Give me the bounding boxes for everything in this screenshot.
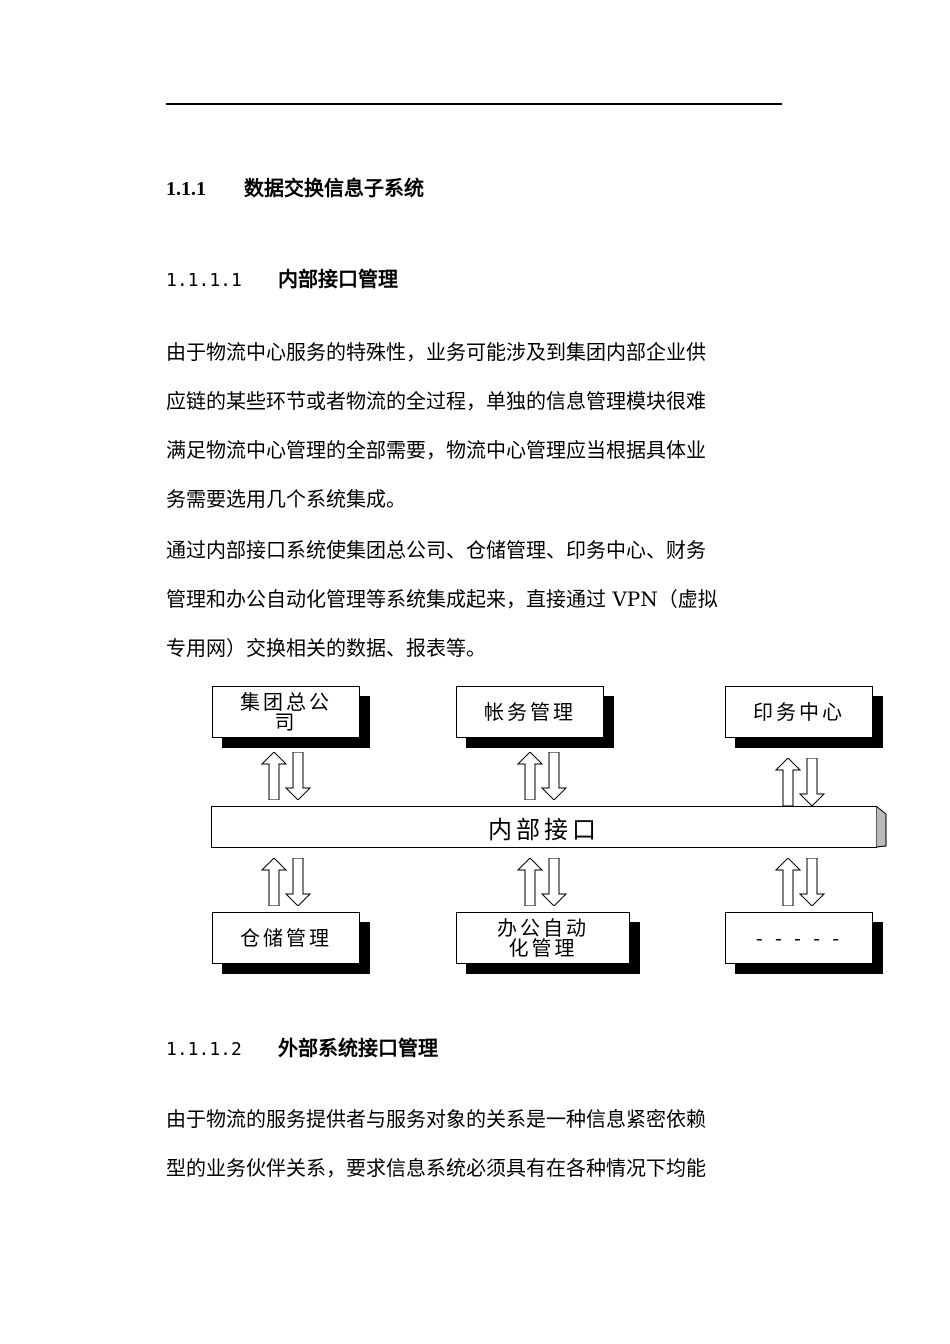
heading-title: 内部接口管理	[278, 267, 398, 291]
heading-number: 1.1.1.2	[166, 1039, 242, 1060]
text-line: 满足物流中心管理的全部需要，物流中心管理应当根据具体业	[166, 438, 706, 462]
box-printing-center: 印务中心	[725, 686, 873, 738]
box-office-automation: 办公自动化管理	[456, 912, 630, 964]
box-warehouse: 仓储管理	[212, 912, 360, 964]
box-label: 化管理	[508, 936, 578, 960]
text-line: 通过内部接口系统使集团总公司、仓储管理、印务中心、财务	[166, 538, 706, 562]
text-line: 由于物流的服务提供者与服务对象的关系是一种信息紧密依赖	[166, 1107, 706, 1131]
text-line: 务需要选用几个系统集成。	[166, 487, 406, 511]
double-arrow-icon	[774, 758, 826, 806]
box-label: 司	[274, 710, 298, 734]
box-accounting: 帐务管理	[456, 686, 604, 738]
heading-number: 1.1.1	[166, 178, 206, 200]
box-label: 集团总公	[240, 690, 332, 714]
heading-number: 1.1.1.1	[166, 270, 242, 291]
paragraph-external-1: 由于物流的服务提供者与服务对象的关系是一种信息紧密依赖 型的业务伙伴关系，要求信…	[166, 1095, 786, 1193]
text-line: 型的业务伙伴关系，要求信息系统必须具有在各种情况下均能	[166, 1156, 706, 1180]
box-group-hq: 集团总公司	[212, 686, 360, 738]
bar-label: 内部接口	[488, 815, 600, 844]
box-label: 印务中心	[753, 700, 845, 724]
double-arrow-icon	[774, 858, 826, 906]
heading-title: 外部系统接口管理	[278, 1036, 438, 1060]
box-label: - - - - -	[755, 926, 843, 950]
heading-1-1-1-1: 1.1.1.1 内部接口管理	[166, 263, 398, 292]
heading-title: 数据交换信息子系统	[244, 176, 424, 200]
box-label: 帐务管理	[484, 700, 576, 724]
box-more: - - - - -	[725, 912, 873, 964]
paragraph-internal-1: 由于物流中心服务的特殊性，业务可能涉及到集团内部企业供 应链的某些环节或者物流的…	[166, 328, 786, 524]
heading-1-1-1-2: 1.1.1.2 外部系统接口管理	[166, 1032, 438, 1061]
bar-3d-side	[876, 806, 887, 848]
double-arrow-icon	[260, 858, 312, 906]
double-arrow-icon	[516, 858, 568, 906]
double-arrow-icon	[260, 752, 312, 800]
internal-interface-bar: 内部接口	[211, 806, 877, 848]
text-line: 专用网）交换相关的数据、报表等。	[166, 636, 486, 660]
heading-1-1-1: 1.1.1 数据交换信息子系统	[166, 172, 424, 201]
double-arrow-icon	[516, 752, 568, 800]
text-line: 应链的某些环节或者物流的全过程，单独的信息管理模块很难	[166, 389, 706, 413]
paragraph-internal-2: 通过内部接口系统使集团总公司、仓储管理、印务中心、财务 管理和办公自动化管理等系…	[166, 526, 786, 673]
text-line: 管理和办公自动化管理等系统集成起来，直接通过 VPN（虚拟	[166, 587, 718, 611]
header-rule	[166, 103, 782, 105]
box-label: 仓储管理	[240, 926, 332, 950]
text-line: 由于物流中心服务的特殊性，业务可能涉及到集团内部企业供	[166, 340, 706, 364]
box-label: 办公自动	[497, 916, 589, 940]
